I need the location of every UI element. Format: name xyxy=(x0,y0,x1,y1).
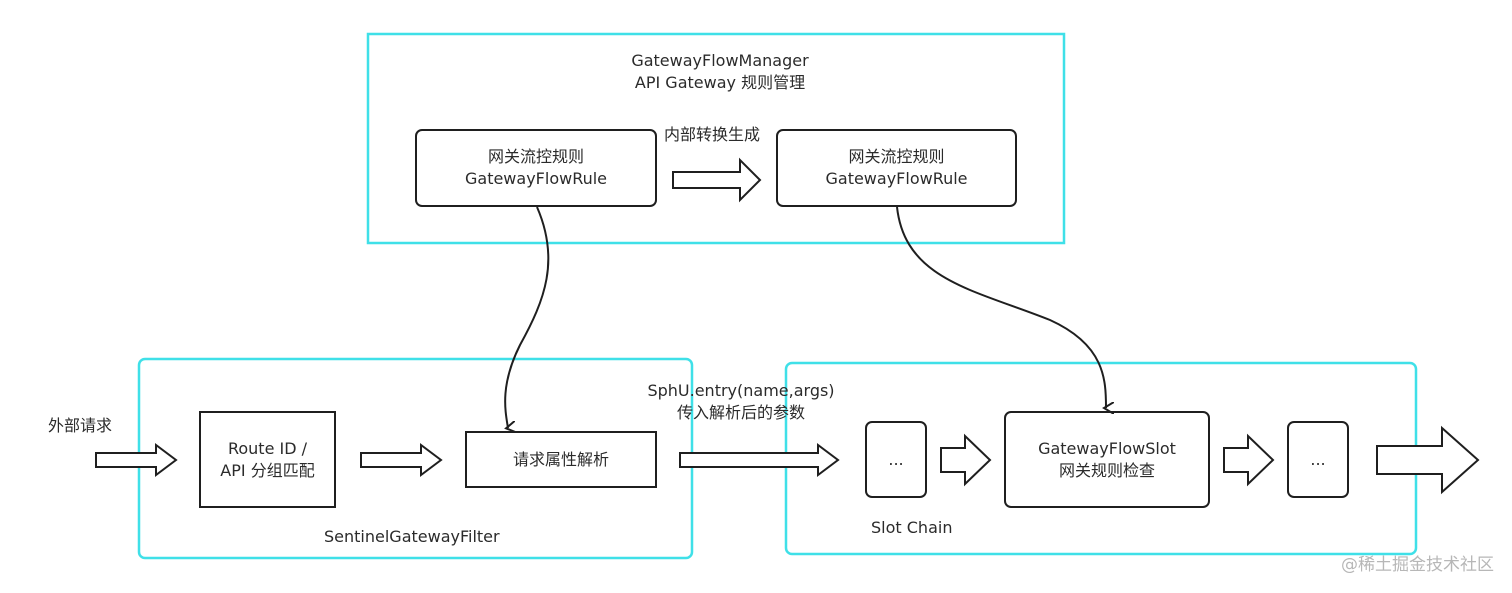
left-rule-to-parse-connector xyxy=(505,206,550,428)
attr-parse-text: 请求属性解析 xyxy=(512,449,609,469)
slot-main-line1: GatewayFlowSlot xyxy=(1038,438,1176,458)
manager-title-line1: GatewayFlowManager xyxy=(631,51,809,70)
rule-left-text: 网关流控规则 GatewayFlowRule xyxy=(416,130,656,206)
slot-before-to-main-arrow xyxy=(940,433,992,487)
rule-right-text: 网关流控规则 GatewayFlowRule xyxy=(777,130,1016,206)
route-to-parse-arrow xyxy=(360,443,443,477)
slot-main-text: GatewayFlowSlot 网关规则检查 xyxy=(1005,412,1209,507)
slot-after-text: ... xyxy=(1310,449,1326,469)
slot-main-line2: 网关规则检查 xyxy=(1058,460,1155,480)
rule-right-line1: 网关流控规则 xyxy=(848,147,945,166)
rule-right-box xyxy=(776,129,1017,207)
external-request-label: 外部请求 xyxy=(48,416,113,435)
route-match-box xyxy=(199,411,336,508)
slot-main-to-after-arrow xyxy=(1223,433,1275,487)
manager-title: GatewayFlowManager API Gateway 规则管理 xyxy=(570,50,870,94)
slot-chain-label: Slot Chain xyxy=(871,518,953,537)
watermark: @稀土掘金技术社区 xyxy=(1341,555,1494,575)
slot-after-box xyxy=(1287,421,1349,498)
route-match-line1: Route ID / xyxy=(227,438,308,458)
exit-arrow xyxy=(1376,425,1480,495)
manager-container xyxy=(366,32,1066,245)
slot-before-text: ... xyxy=(888,449,904,469)
entry-call-line2: 传入解析后的参数 xyxy=(676,403,805,422)
convert-label: 内部转换生成 xyxy=(664,125,761,144)
rule-right-line2: GatewayFlowRule xyxy=(825,169,968,188)
rule-left-line1: 网关流控规则 xyxy=(487,147,584,166)
right-rule-to-slot-connector xyxy=(896,206,1106,408)
rule-left-box xyxy=(415,129,657,207)
filter-label: SentinelGatewayFilter xyxy=(324,527,500,546)
rule-left-line2: GatewayFlowRule xyxy=(464,169,608,188)
parse-to-slot-arrow xyxy=(679,443,840,477)
manager-title-line2: API Gateway 规则管理 xyxy=(634,73,806,92)
route-match-text: Route ID / API 分组匹配 xyxy=(200,412,335,507)
convert-arrow xyxy=(672,157,762,203)
attr-parse-box xyxy=(465,431,657,488)
route-match-line2: API 分组匹配 xyxy=(220,460,315,480)
slot-before-box xyxy=(865,421,927,498)
entry-call-line1: SphU.entry(name,args) xyxy=(647,381,835,400)
external-request-arrow xyxy=(95,443,178,477)
entry-call-label: SphU.entry(name,args) 传入解析后的参数 xyxy=(636,380,846,424)
